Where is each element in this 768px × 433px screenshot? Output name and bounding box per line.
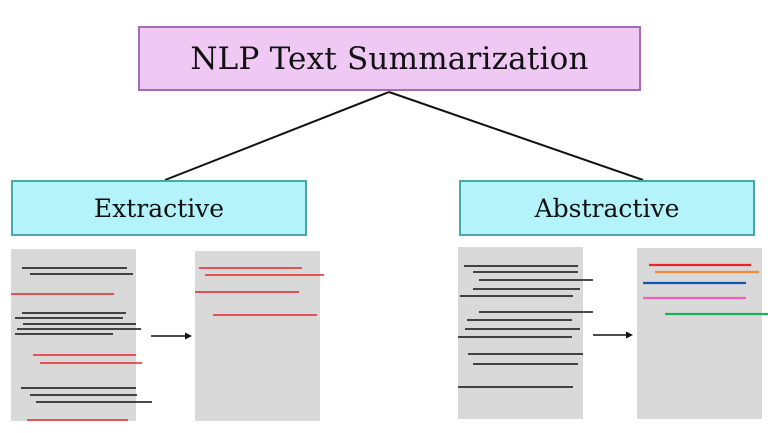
extractive-source-lines [11, 267, 152, 421]
extractive-summary-document [195, 251, 320, 421]
abstractive-label: Abstractive [534, 193, 680, 223]
branch-node-abstractive: Abstractive [459, 180, 755, 236]
extractive-arrow [151, 332, 192, 340]
abstractive-summary-document [637, 248, 762, 419]
root-node-nlp-text-summarization: NLP Text Summarization [138, 26, 641, 91]
extractive-summary-lines [195, 267, 324, 316]
root-node-label: NLP Text Summarization [190, 40, 589, 77]
abstractive-summary-lines [643, 263, 768, 316]
abstractive-arrow [593, 331, 633, 339]
abstractive-source-document [458, 247, 583, 419]
abstractive-source-lines [458, 265, 593, 388]
connector-left [164, 91, 390, 181]
extractive-source-document [11, 249, 136, 421]
branch-node-extractive: Extractive [11, 180, 307, 236]
extractive-label: Extractive [93, 193, 225, 223]
connector-right [388, 91, 644, 181]
